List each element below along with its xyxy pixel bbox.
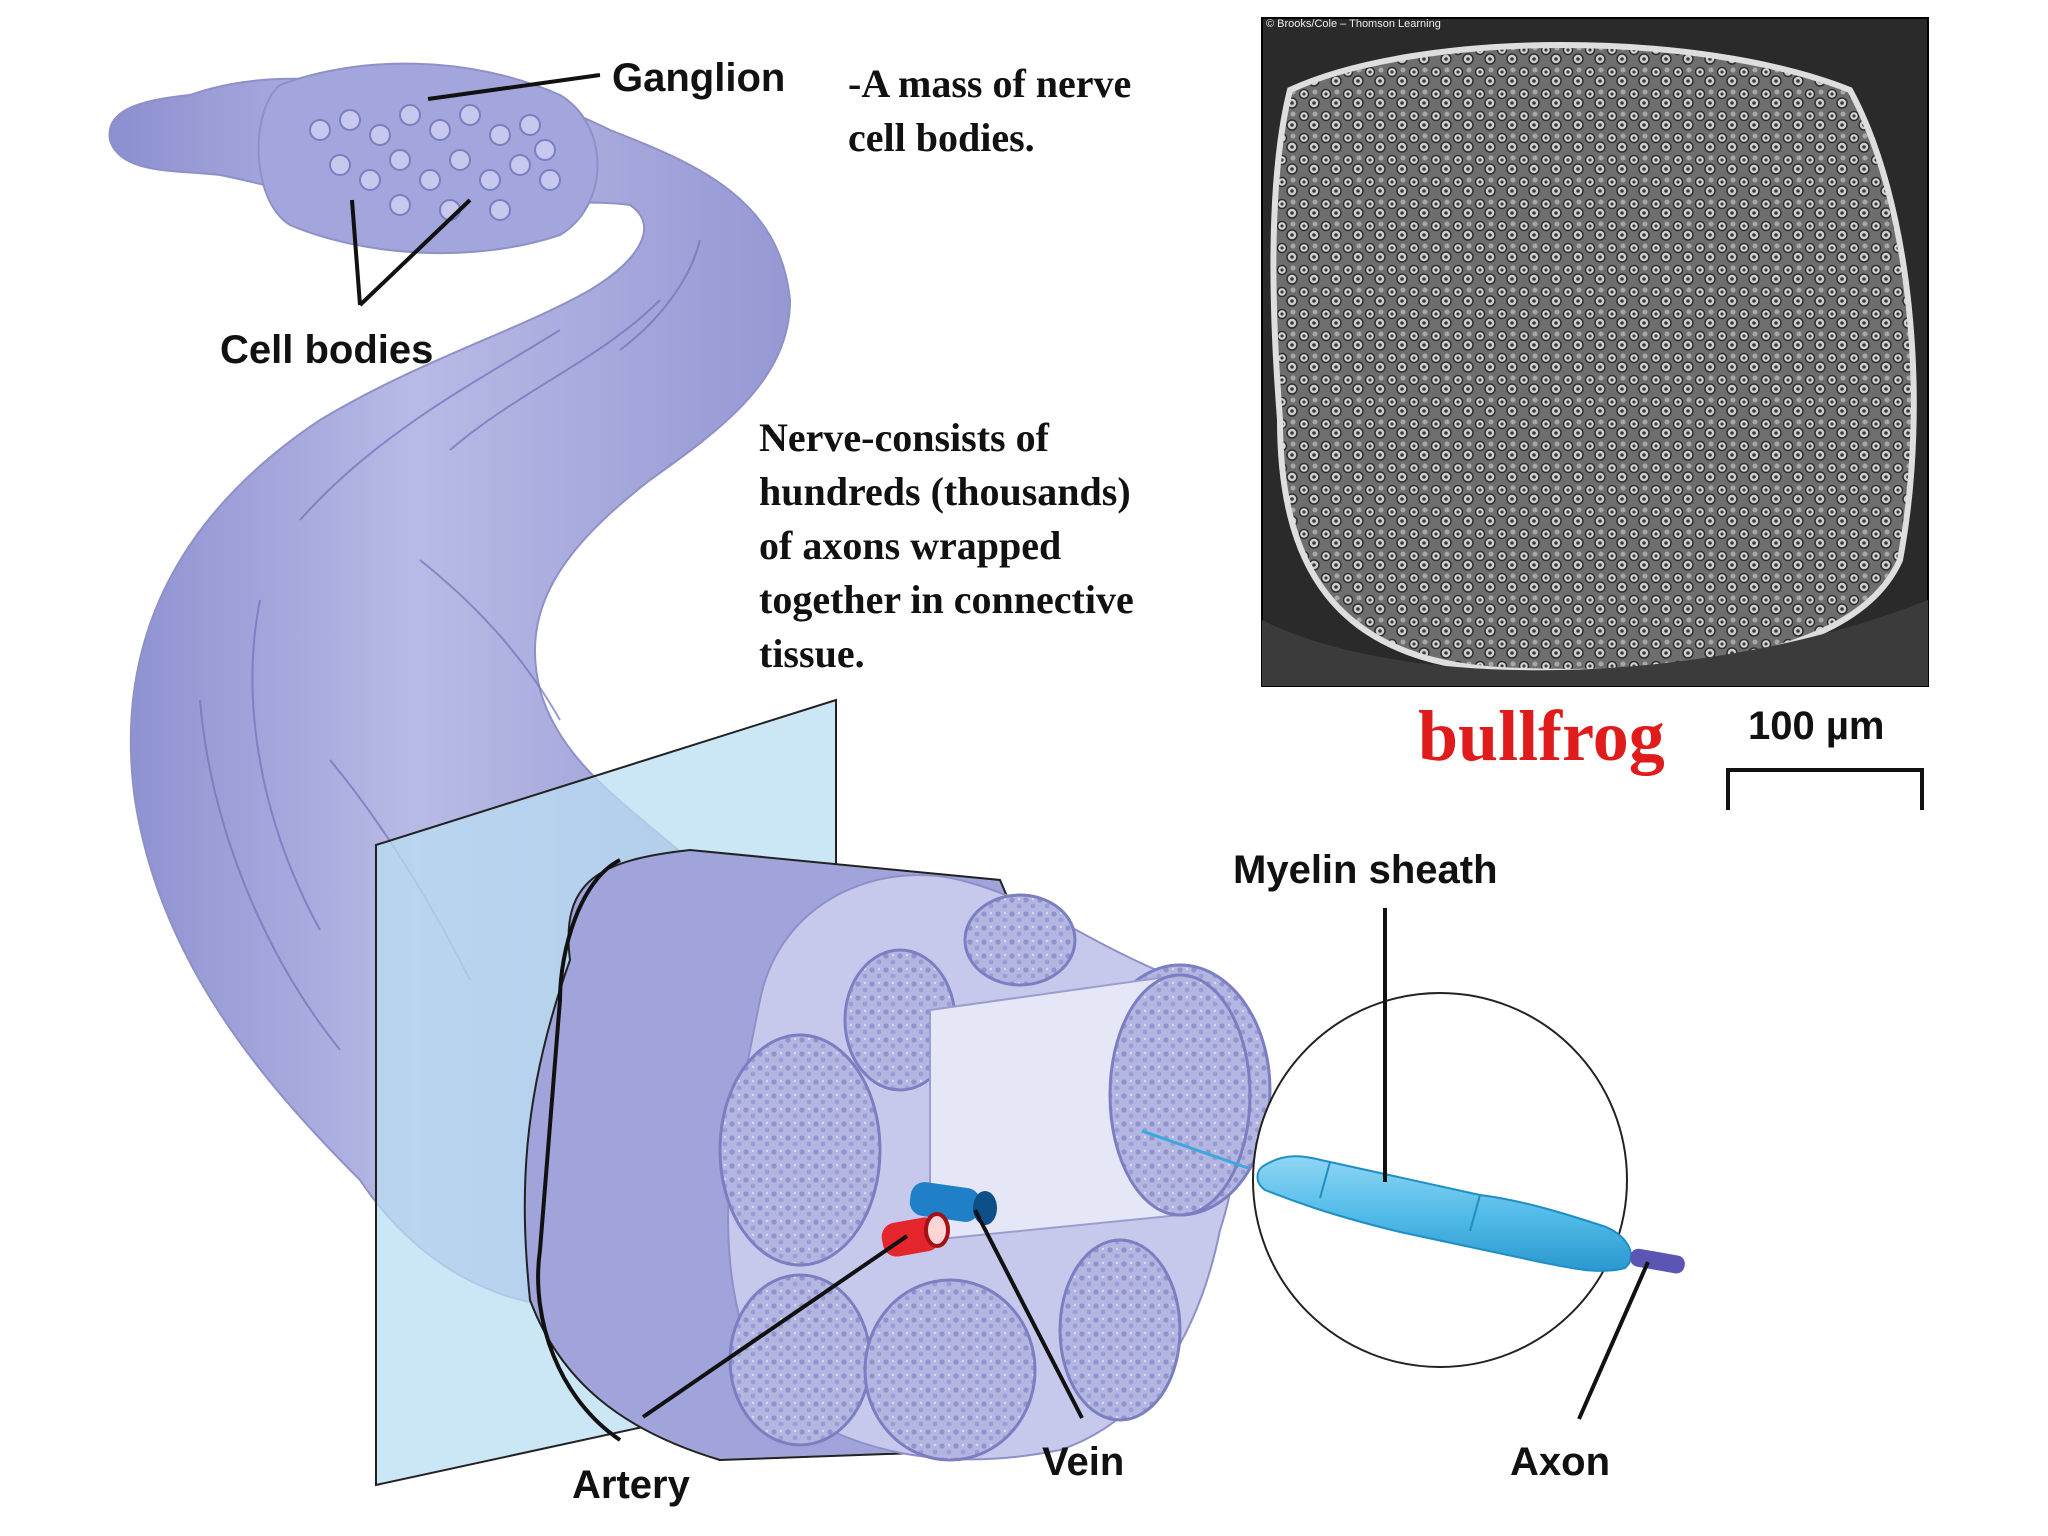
micrograph-caption: bullfrog [1418,696,1665,776]
copyright-text: © Brooks/Cole – Thomson Learning [1266,18,1441,30]
ganglion-note-line: cell bodies. [848,115,1035,160]
nerve-outline [536,858,622,1442]
ganglion-note-line: -A mass of nerve [848,61,1132,106]
ganglion-note: -A mass of nerve cell bodies. [848,57,1131,165]
label-ganglion: Ganglion [612,56,786,100]
label-vein: Vein [1042,1440,1125,1484]
sem-micrograph [1261,17,1929,687]
nerve-note-line: tissue. [759,631,865,676]
magnification-circle [1252,992,1628,1368]
nerve-note: Nerve-consists of hundreds (thousands) o… [759,411,1134,681]
axon-fiber-lead [1141,1129,1249,1170]
nerve-note-line: of axons wrapped [759,523,1062,568]
label-axon: Axon [1510,1440,1610,1484]
leader-lines [350,73,1650,1420]
extracted-fascicle-face [1108,973,1252,1217]
label-scale: 100 µm [1748,704,1885,748]
label-cell-bodies: Cell bodies [220,328,434,372]
ganglion-cell-bodies [309,104,561,221]
fascicles [718,893,1272,1462]
label-artery: Artery [572,1463,690,1507]
nerve-note-line: hundreds (thousands) [759,469,1131,514]
scale-bar [1726,768,1924,810]
artery-vessel [881,1212,950,1257]
label-myelin-sheath: Myelin sheath [1233,848,1498,892]
ganglion-swelling [257,62,599,255]
nerve-note-line: Nerve-consists of [759,415,1049,460]
myelinated-axon [1256,1155,1685,1274]
connective-tissue-veins [199,239,701,1051]
nerve-note-line: together in connective [759,577,1134,622]
